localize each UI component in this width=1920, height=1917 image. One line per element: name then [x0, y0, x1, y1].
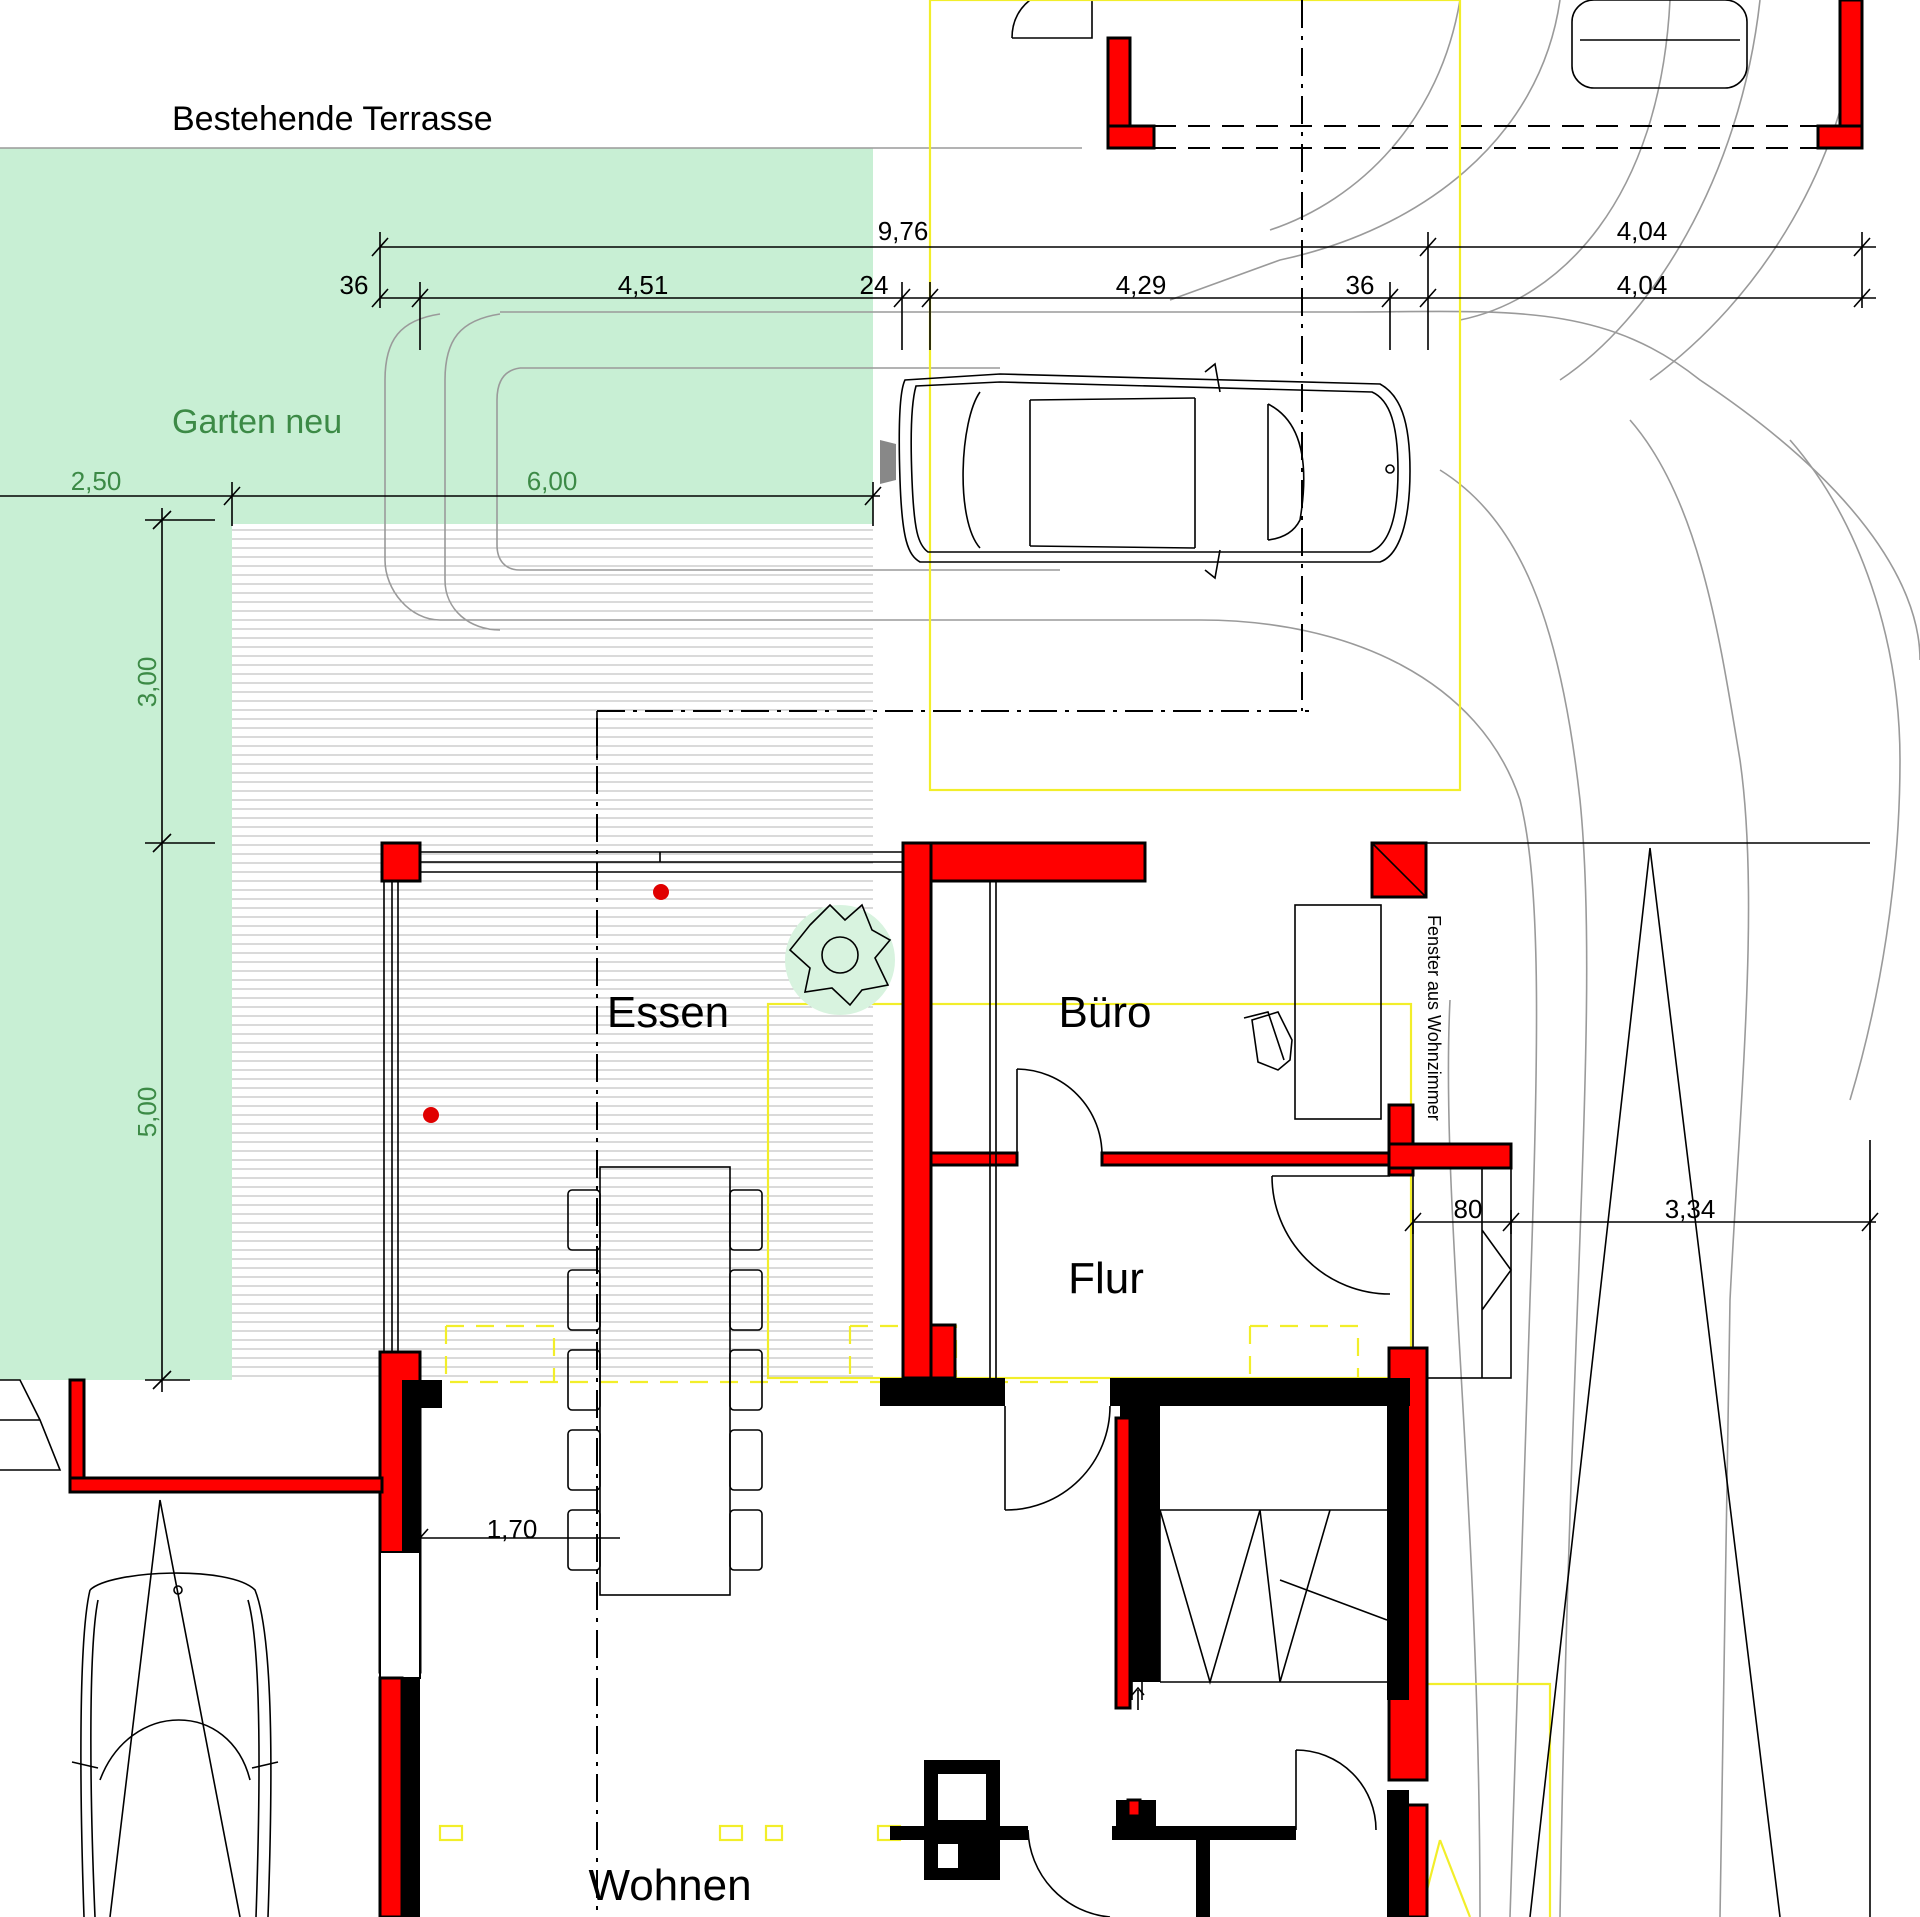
dim-garden-600: 6,00: [527, 466, 578, 496]
dim-side-334: 3,34: [1665, 1194, 1716, 1224]
furniture: [423, 852, 1382, 1596]
column-nw: [380, 841, 422, 883]
label-existing-terrace: Bestehende Terrasse: [172, 100, 493, 138]
chair: [567, 1189, 601, 1251]
dim-top-right-2: 4,04: [1617, 270, 1668, 300]
plant: [785, 905, 895, 1015]
dim-24: 24: [860, 270, 889, 300]
dim-451: 4,51: [618, 270, 669, 300]
room-buero: Büro: [1059, 988, 1152, 1037]
existing-building-top: [1011, 0, 1864, 150]
window-note: Fenster aus Wohnzimmer: [1424, 915, 1444, 1121]
wall-buero-left: [901, 841, 933, 1380]
upper-floor-outline: [766, 1002, 1413, 1380]
office-desk: [1294, 904, 1382, 1120]
terrace-hatch: [232, 529, 873, 1377]
room-essen: Essen: [607, 988, 729, 1037]
dimension-lines: [0, 232, 1879, 1548]
wall-south-flur: [880, 1378, 1005, 1406]
garden-strip-left: [0, 524, 232, 1380]
dim-table-170: 1,70: [487, 1514, 538, 1544]
dim-top-total: 9,76: [878, 216, 929, 246]
chair: [567, 1429, 601, 1491]
chair: [729, 1349, 763, 1411]
downpipe-2: [423, 1107, 439, 1123]
chair: [729, 1509, 763, 1571]
garden-area: [0, 148, 873, 524]
dim-vert-300: 3,00: [132, 657, 162, 708]
car-top-right: [1571, 0, 1748, 89]
driveway-edge: [1426, 842, 1871, 1917]
label-garden-new: Garten neu: [172, 403, 342, 441]
wall-buero-flur: [929, 1151, 1019, 1167]
downpipe-1: [653, 884, 669, 900]
chair: [729, 1429, 763, 1491]
chair: [729, 1269, 763, 1331]
chair: [567, 1269, 601, 1331]
dim-top-right-1: 4,04: [1617, 216, 1668, 246]
room-wohnen: Wohnen: [588, 1861, 751, 1910]
wall-top-buero: [901, 841, 1147, 883]
wall-garage-link: [68, 1378, 86, 1492]
dim-36-left: 36: [340, 270, 369, 300]
dim-side-80: 80: [1454, 1194, 1483, 1224]
chair: [567, 1349, 601, 1411]
dim-garden-250: 2,50: [71, 466, 122, 496]
doors: [1004, 1068, 1391, 1917]
dim-vert-500: 5,00: [132, 1087, 162, 1138]
chair: [567, 1509, 601, 1571]
car-carport: [880, 362, 1411, 580]
carport-outline: [928, 0, 1462, 792]
house-walls: [68, 841, 1513, 1917]
dim-36-right: 36: [1346, 270, 1375, 300]
room-flur: Flur: [1068, 1254, 1144, 1303]
dim-429: 4,29: [1116, 270, 1167, 300]
car-garage: [0, 1379, 279, 1917]
chair: [729, 1189, 763, 1251]
